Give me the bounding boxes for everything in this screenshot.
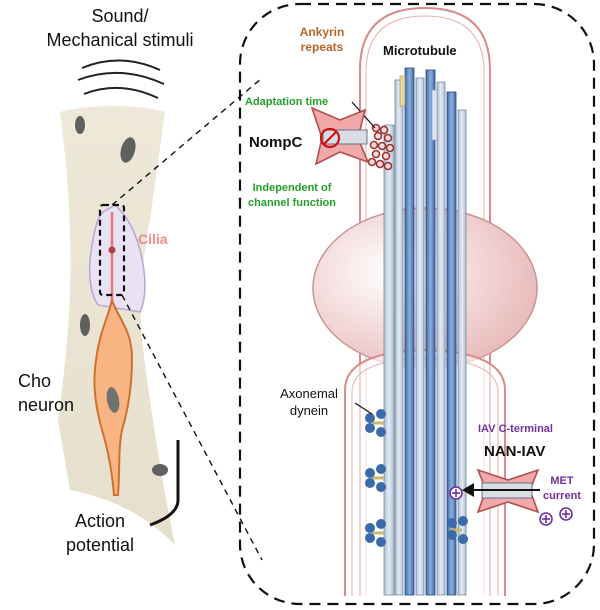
microtubule bbox=[425, 69, 436, 596]
cation-icon bbox=[449, 486, 573, 526]
dynein-pointer bbox=[354, 402, 373, 415]
prohibited-icon bbox=[319, 127, 341, 149]
ciliary-membrane bbox=[359, 6, 491, 596]
action-potential-label: potential bbox=[66, 535, 134, 555]
ciliary-membrane-inner bbox=[365, 15, 485, 596]
axonemal-dynein-label: Axonemal bbox=[280, 386, 338, 401]
nan-iav-label: NAN-IAV bbox=[484, 443, 545, 460]
sound-waves-icon bbox=[77, 59, 165, 99]
microtubule-bundle bbox=[383, 67, 467, 596]
microtubule bbox=[404, 67, 415, 596]
microtubule bbox=[415, 77, 425, 596]
microtubule bbox=[431, 89, 438, 141]
dynein-icon bbox=[365, 464, 386, 492]
microtubule bbox=[383, 124, 395, 596]
neuron-nucleus bbox=[106, 387, 120, 413]
microtubule-label: Microtubule bbox=[383, 43, 457, 58]
nucleus bbox=[80, 314, 90, 336]
microtubule bbox=[399, 75, 406, 107]
lower-membrane-inner bbox=[351, 357, 499, 596]
stimulus-label: Sound/ bbox=[91, 6, 148, 26]
cho-neuron-label: Cho bbox=[18, 371, 51, 391]
cilia-label: Cilia bbox=[138, 231, 168, 247]
met-current-label: current bbox=[543, 490, 581, 502]
ankyrin-label: Ankyrin bbox=[300, 25, 345, 39]
dynein-icon bbox=[447, 516, 468, 544]
zoom-box bbox=[98, 203, 126, 297]
cho-neuron-label: neuron bbox=[18, 395, 74, 415]
microtubule bbox=[436, 81, 446, 596]
axonemal-dynein-label: dynein bbox=[290, 403, 328, 418]
microtubule bbox=[394, 79, 404, 596]
arrowhead-icon bbox=[462, 483, 474, 497]
nompc-label: NompC bbox=[249, 134, 302, 151]
zoom-line-bottom bbox=[121, 294, 263, 561]
dynein-icon bbox=[365, 409, 386, 437]
axonemal-dynein bbox=[365, 409, 468, 547]
axon-membrane-line bbox=[149, 440, 180, 527]
stimulus-label: Mechanical stimuli bbox=[46, 30, 193, 50]
ankyrin-repeats bbox=[367, 123, 395, 171]
zoom-panel bbox=[238, 2, 596, 606]
plus-sign-icon bbox=[452, 489, 570, 523]
independent-label: Independent of bbox=[253, 182, 332, 194]
nucleus bbox=[152, 464, 168, 476]
ankyrin-label: repeats bbox=[301, 40, 344, 54]
adaptation-label: Adaptation time bbox=[245, 96, 328, 108]
met-current-label: MET bbox=[550, 475, 574, 487]
cilia-cap bbox=[88, 204, 146, 313]
microtubule bbox=[446, 91, 457, 596]
basal-body bbox=[108, 246, 116, 254]
dynein-icon bbox=[365, 519, 386, 547]
nompc-channel bbox=[310, 106, 370, 166]
independent-label: channel function bbox=[248, 197, 336, 209]
nucleus bbox=[120, 137, 136, 163]
ciliary-dilation bbox=[312, 207, 538, 369]
nucleus bbox=[75, 116, 85, 134]
microtubule bbox=[457, 109, 467, 596]
action-potential-label: Action bbox=[75, 511, 125, 531]
iav-cterminal-label: IAV C-terminal bbox=[478, 423, 553, 435]
